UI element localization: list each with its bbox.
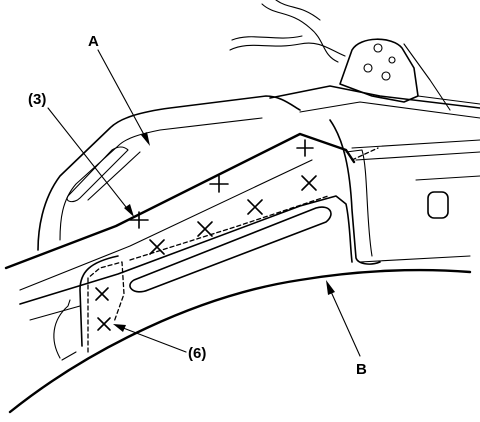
rail-panel	[4, 132, 379, 361]
label-a: A	[88, 33, 99, 50]
reinforcement-a	[37, 95, 301, 251]
weld-mark	[95, 287, 109, 301]
label-3: (3)	[28, 91, 46, 108]
arrowhead-b	[326, 280, 335, 295]
label-6: (6)	[188, 345, 206, 362]
weld-mark	[97, 317, 111, 331]
leader-a	[97, 49, 149, 143]
upper-body-structure	[229, 0, 480, 265]
arrowhead-a	[141, 132, 150, 146]
leader-6	[117, 325, 187, 353]
quarter-panel-b	[8, 268, 472, 414]
weld-marks	[95, 139, 317, 331]
weld-mark	[197, 221, 213, 237]
label-b: B	[356, 361, 367, 378]
weld-mark	[296, 139, 314, 157]
weld-mark	[129, 211, 149, 229]
leader-3	[47, 107, 131, 213]
weld-mark	[247, 199, 263, 215]
arrowhead-6	[113, 324, 126, 332]
arrowhead-3	[124, 204, 134, 217]
leader-b	[327, 284, 361, 357]
leader-lines	[47, 49, 361, 357]
weld-mark	[301, 175, 317, 191]
weld-mark	[209, 175, 229, 193]
weld-mark	[149, 239, 165, 255]
